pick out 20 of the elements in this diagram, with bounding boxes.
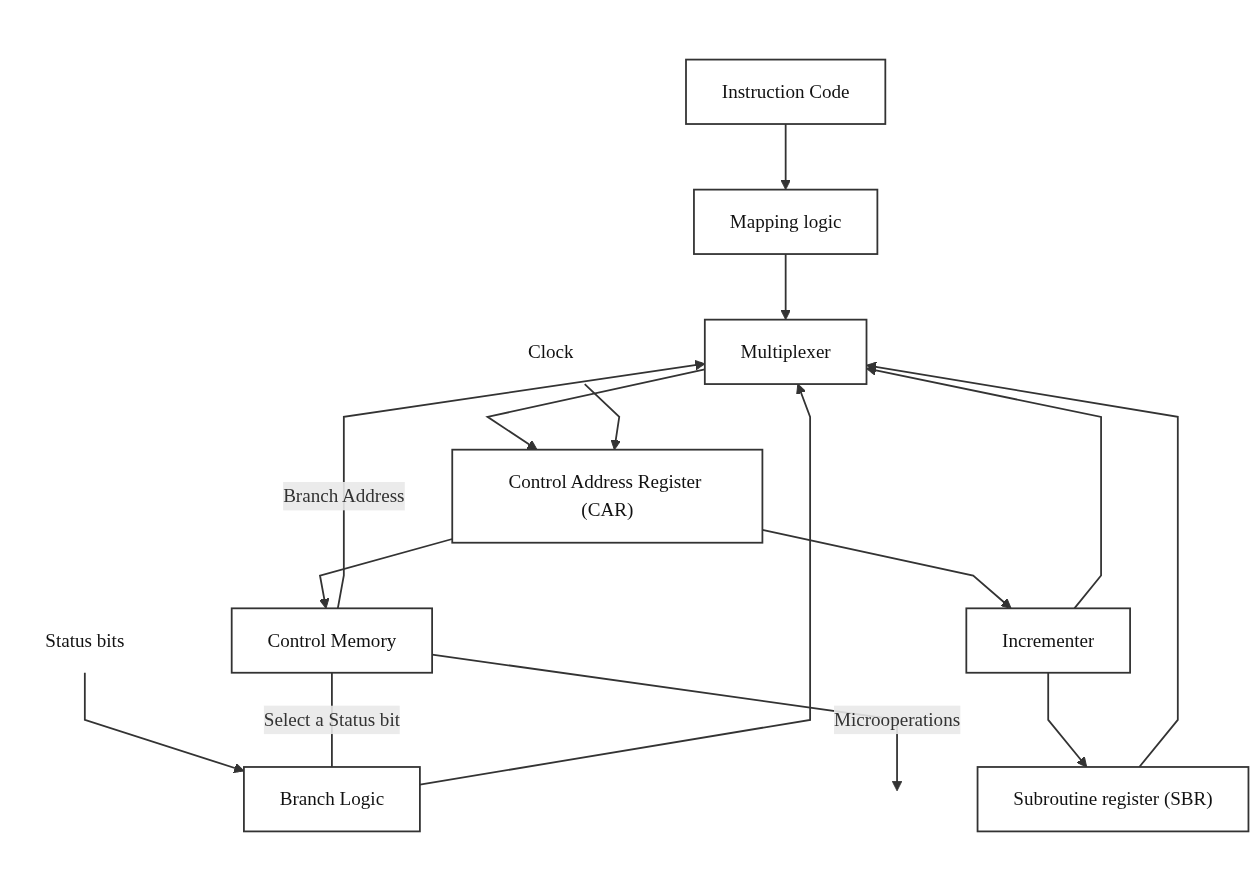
arrow: [780, 253, 791, 321]
node-text: Status bits: [45, 629, 125, 651]
node-box: Subroutine register (SBR): [976, 766, 1250, 833]
node-box: Multiplexer: [703, 318, 868, 385]
node-box: Branch Logic: [243, 766, 421, 833]
arrow: [780, 123, 791, 191]
arrow: [866, 365, 1102, 610]
node-box: Mapping logic: [693, 188, 879, 255]
node-box: Incrementer: [965, 607, 1131, 674]
node-box: Instruction Code: [685, 58, 887, 125]
node-text: Clock: [528, 341, 574, 362]
node-box: Control Address Register (CAR): [451, 448, 764, 544]
edge-label: Select a Status bit: [263, 709, 401, 730]
edge-label: Branch Address: [283, 485, 405, 506]
arrow: [583, 383, 621, 451]
arrow: [1047, 671, 1088, 768]
arrow: [866, 361, 1179, 768]
node-box: Control Memory: [230, 607, 433, 674]
arrow: [419, 383, 811, 786]
edge-label: Microoperations: [833, 709, 961, 730]
